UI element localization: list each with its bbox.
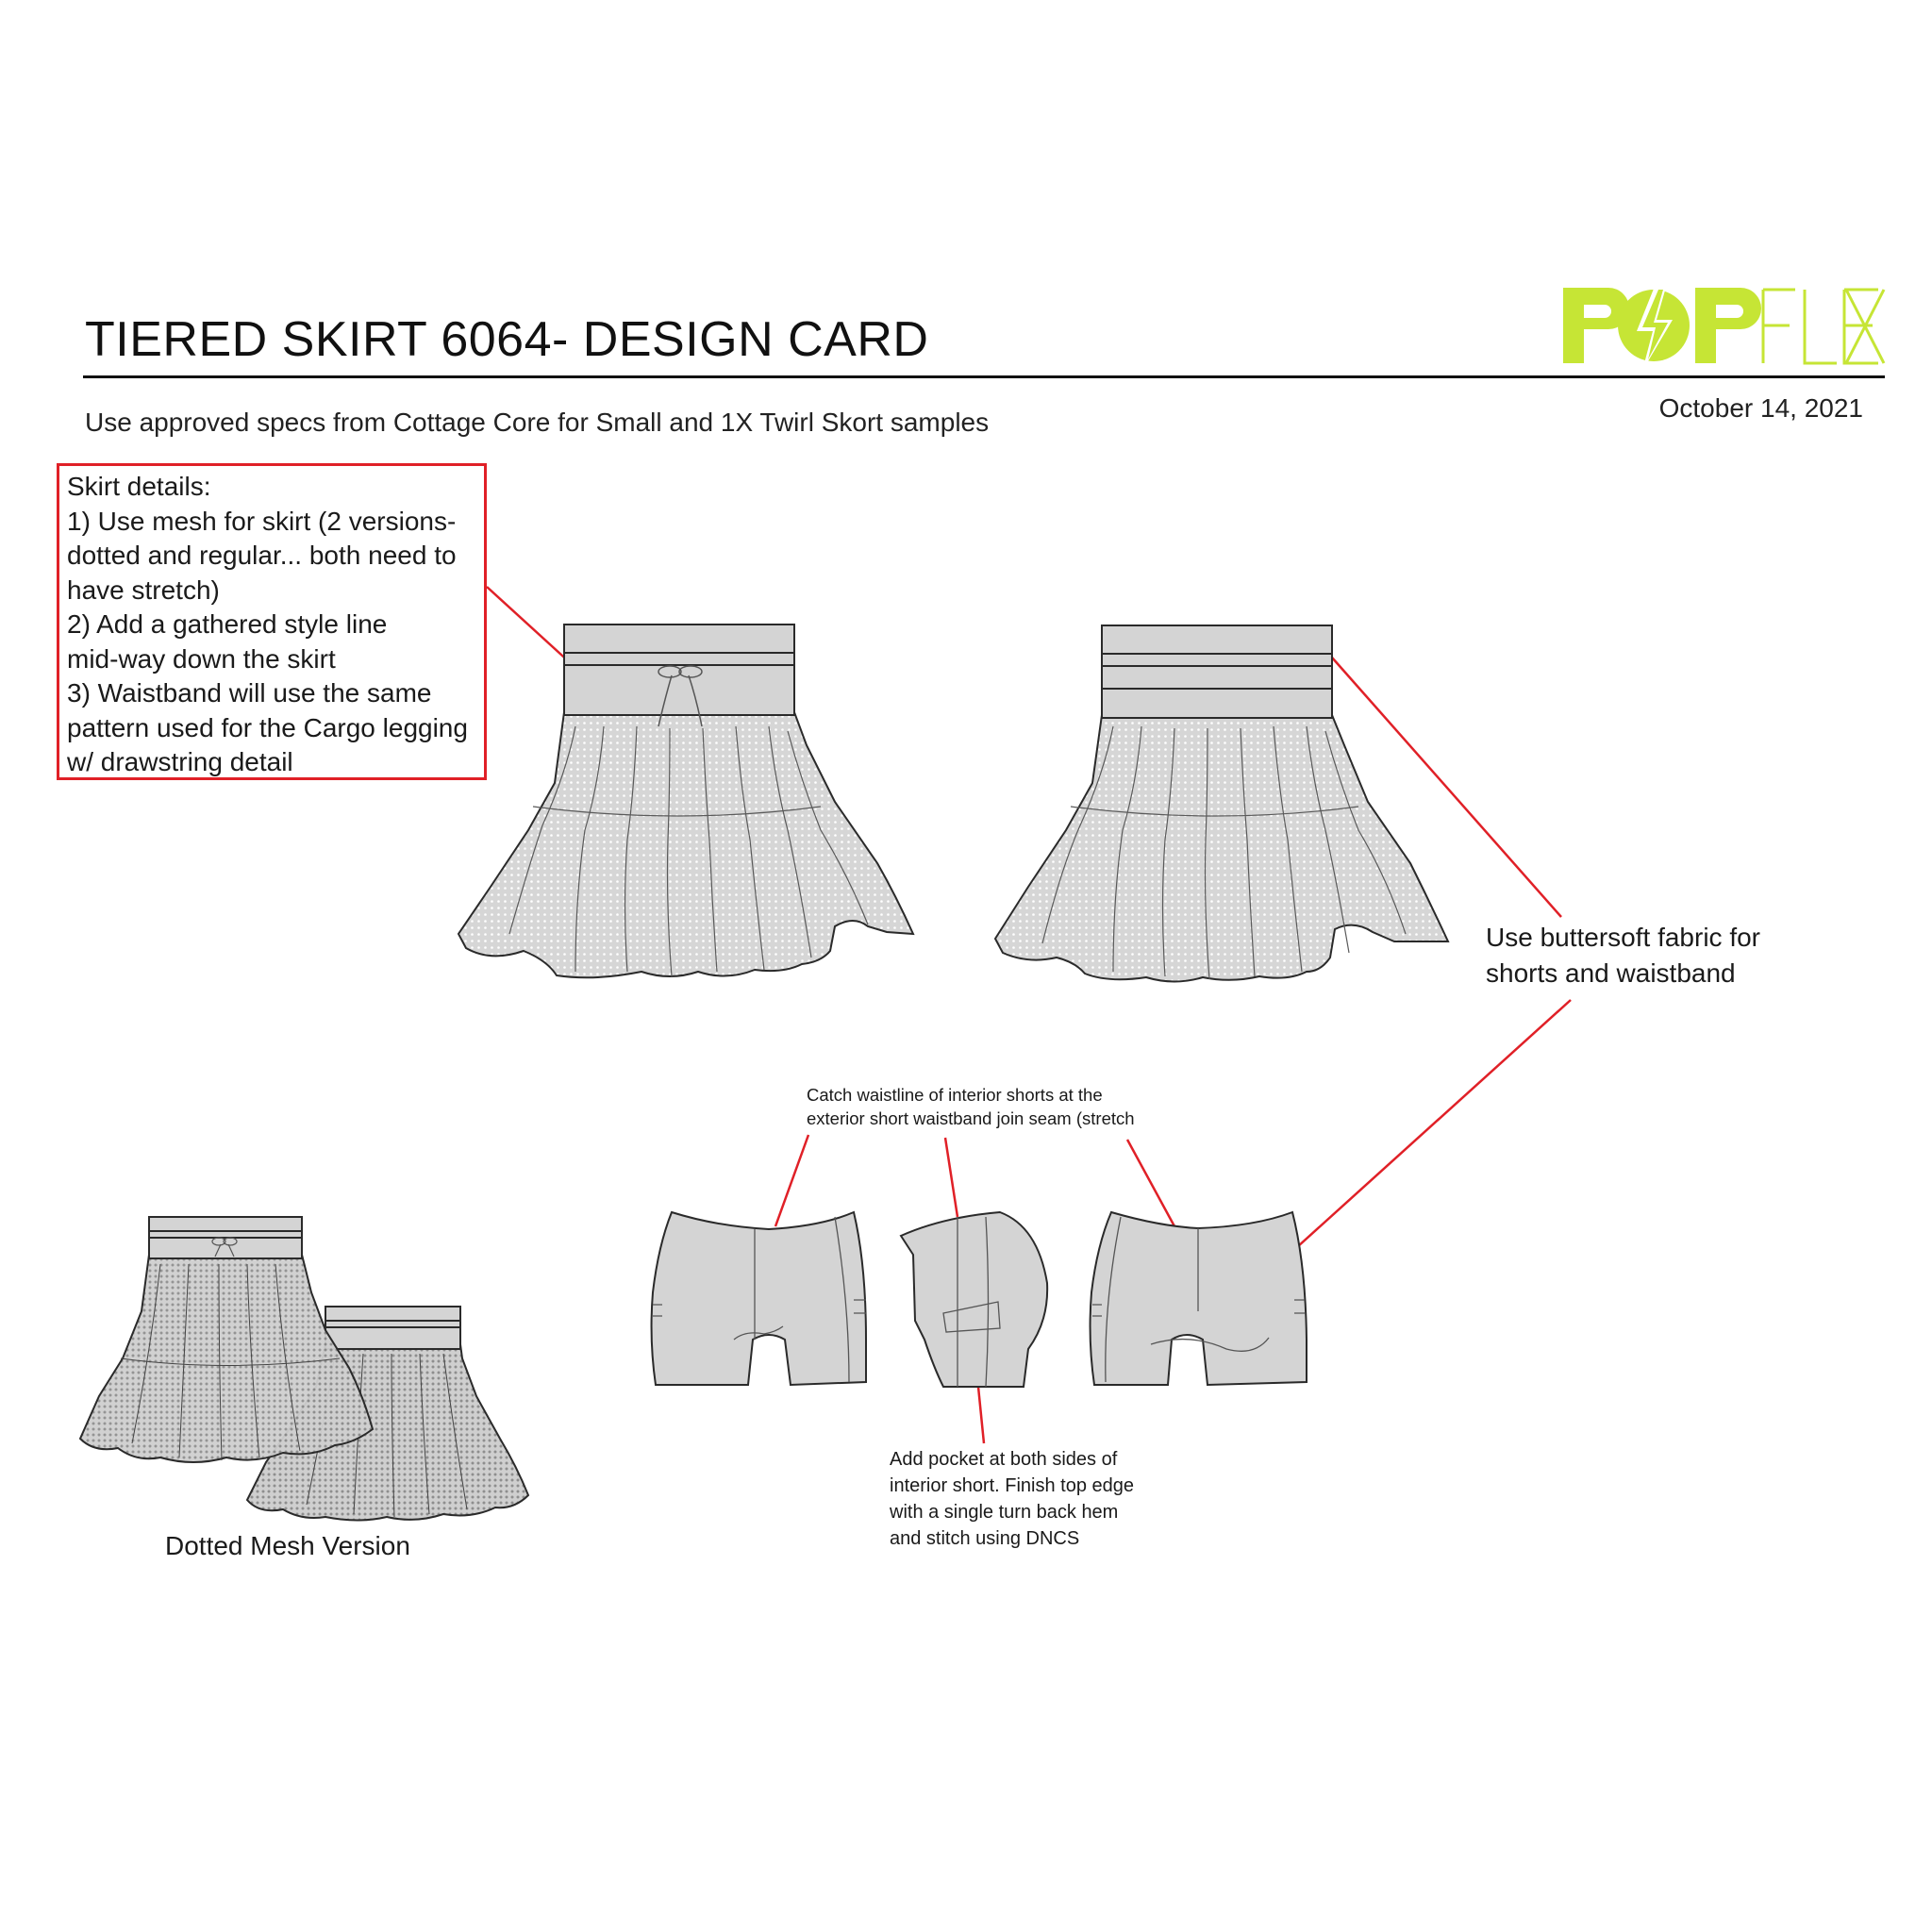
fabric-note: Use buttersoft fabric for shorts and wai…	[1486, 920, 1760, 991]
dotted-mesh-caption: Dotted Mesh Version	[165, 1531, 410, 1560]
details-line: 3) Waistband will use the same	[67, 678, 432, 708]
dotted-mesh-front-skirt	[78, 1216, 375, 1463]
skirt-details-box: Skirt details: 1) Use mesh for skirt (2 …	[57, 463, 487, 780]
pocket-note-line: and stitch using DNCS	[890, 1528, 1080, 1549]
back-skirt	[993, 625, 1450, 983]
pocket-note: Add pocket at both sides of interior sho…	[890, 1446, 1134, 1552]
details-line: Skirt details:	[67, 472, 211, 501]
catch-note-line: exterior short waistband join seam (stre…	[807, 1108, 1135, 1128]
details-line: 2) Add a gathered style line	[67, 609, 388, 639]
fabric-note-line: Use buttersoft fabric for	[1486, 923, 1761, 952]
pocket-note-line: Add pocket at both sides of	[890, 1449, 1118, 1470]
catch-note-line: Catch waistline of interior shorts at th…	[807, 1085, 1103, 1105]
pocket-note-line: with a single turn back hem	[890, 1502, 1119, 1523]
details-line: have stretch)	[67, 575, 220, 605]
waistline-catch-note: Catch waistline of interior shorts at th…	[807, 1083, 1135, 1130]
details-line: dotted and regular... both need to	[67, 541, 457, 570]
details-line: pattern used for the Cargo legging	[67, 712, 468, 742]
pocket-note-line: interior short. Finish top edge	[890, 1475, 1135, 1496]
side-shorts	[899, 1210, 1049, 1388]
title-divider	[83, 375, 1885, 378]
page-subtitle: Use approved specs from Cottage Core for…	[85, 408, 990, 437]
callout-lines	[486, 586, 1572, 1444]
front-skirt	[457, 624, 915, 979]
fabric-note-line: shorts and waistband	[1486, 958, 1736, 988]
popflex-logo	[1563, 284, 1886, 371]
front-shorts	[650, 1210, 867, 1387]
card-date: October 14, 2021	[1658, 393, 1863, 423]
details-line: w/ drawstring detail	[67, 747, 293, 776]
details-line: mid-way down the skirt	[67, 643, 336, 674]
page-title: TIERED SKIRT 6064- DESIGN CARD	[85, 312, 929, 367]
details-line: 1) Use mesh for skirt (2 versions-	[67, 506, 457, 536]
back-shorts	[1089, 1210, 1307, 1387]
